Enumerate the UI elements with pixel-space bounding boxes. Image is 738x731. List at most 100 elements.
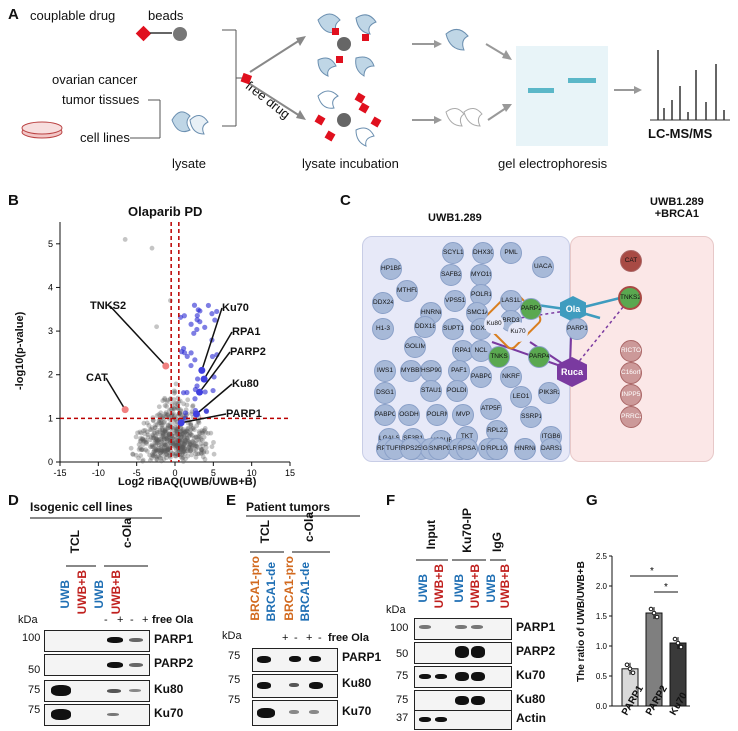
ola-hub: Ola	[560, 296, 586, 322]
f-blot-parp1	[414, 618, 512, 640]
volcano-background-point	[174, 428, 180, 433]
d-protein-label: PARP1	[154, 632, 194, 646]
volcano-background-point	[156, 454, 162, 460]
volcano-significant-point	[194, 376, 201, 382]
volcano-annotation: Ku80	[232, 378, 259, 390]
volcano-background-point	[153, 436, 159, 442]
volcano-background-point	[202, 456, 208, 462]
volcano-background-point	[174, 428, 180, 434]
volcano-background-point	[179, 446, 185, 451]
volcano-point-tnks2	[162, 362, 170, 370]
e-kda: kDa	[222, 630, 242, 642]
volcano-background-point	[163, 436, 169, 442]
volcano-background-point	[165, 446, 171, 452]
volcano-background-point	[178, 434, 184, 440]
network-node-right: RICTOR	[620, 340, 642, 362]
volcano-background-point	[137, 429, 143, 435]
d-marker: 75	[28, 704, 41, 716]
volcano-background-point	[201, 434, 207, 440]
network-node: Ku70	[508, 322, 528, 342]
volcano-background-point	[197, 430, 203, 436]
volcano-background-point	[188, 447, 194, 453]
volcano-background-point	[153, 436, 159, 441]
volcano-background-point	[191, 440, 197, 446]
volcano-background-point	[182, 446, 188, 452]
volcano-background-point	[143, 447, 149, 453]
volcano-significant-point	[184, 353, 190, 359]
volcano-background-point	[189, 443, 195, 449]
volcano-background-point	[191, 427, 197, 433]
volcano-background-point	[160, 431, 166, 437]
network-node: PARP1	[566, 318, 588, 340]
volcano-background-point	[159, 422, 164, 428]
volcano-background-point	[186, 444, 192, 450]
volcano-background-point	[188, 421, 193, 427]
volcano-background-point	[140, 458, 146, 464]
volcano-background-point	[198, 450, 204, 456]
volcano-background-point	[184, 428, 190, 434]
volcano-background-point	[187, 448, 193, 454]
volcano-background-point	[137, 439, 143, 444]
volcano-background-point	[185, 438, 191, 444]
volcano-background-point	[141, 428, 146, 434]
volcano-background-point	[159, 422, 165, 428]
volcano-background-point	[181, 433, 187, 438]
volcano-background-point	[180, 427, 186, 432]
volcano-background-point	[173, 381, 179, 387]
g-replicate-point	[651, 610, 657, 616]
volcano-background-point	[147, 458, 153, 463]
y-tick-label: 0	[48, 457, 53, 467]
f-protein-label: Ku70	[516, 668, 546, 682]
g-replicate-point	[672, 636, 678, 642]
volcano-background-point	[149, 245, 155, 251]
volcano-background-point	[172, 421, 178, 427]
network-node: DHX30	[472, 242, 494, 264]
y-tick-label: 1	[48, 413, 53, 423]
d-marker: 75	[28, 684, 41, 696]
volcano-background-point	[174, 426, 180, 432]
volcano-background-point	[165, 446, 171, 451]
volcano-background-point	[165, 422, 171, 428]
d-sign-2: +	[117, 614, 124, 626]
e-protein-label: Ku80	[342, 676, 372, 690]
volcano-background-point	[162, 429, 168, 434]
panel-b-label: B	[8, 192, 19, 209]
volcano-background-point	[199, 437, 205, 443]
volcano-background-point	[168, 412, 174, 418]
volcano-background-point	[159, 448, 165, 454]
network-node: SUPT16H	[442, 318, 464, 340]
e-sign: -	[318, 632, 322, 644]
network-node: HP1BP3	[380, 258, 402, 280]
volcano-background-point	[165, 435, 171, 441]
volcano-background-point	[188, 432, 194, 437]
volcano-background-point	[138, 430, 144, 436]
f-protein-label: Actin	[516, 711, 546, 725]
f-marker: 50	[396, 648, 409, 660]
volcano-background-point	[202, 427, 207, 433]
volcano-background-point	[144, 420, 150, 426]
volcano-background-point	[155, 453, 161, 459]
volcano-background-point	[160, 416, 166, 421]
volcano-background-point	[194, 444, 200, 449]
volcano-background-point	[182, 446, 187, 452]
volcano-background-point	[160, 432, 166, 438]
volcano-annotation: Ku70	[222, 302, 249, 314]
drug-icon	[135, 25, 152, 42]
volcano-background-point	[181, 401, 186, 407]
volcano-background-point	[166, 431, 172, 437]
volcano-background-point	[176, 442, 182, 448]
volcano-background-point	[165, 412, 171, 418]
volcano-background-point	[193, 434, 199, 440]
volcano-background-point	[201, 428, 206, 434]
network-node: RPSA	[456, 438, 478, 460]
network-node-right: PRRC2C	[620, 406, 642, 428]
volcano-background-point	[179, 455, 185, 461]
g-y-tick-label: 2.5	[596, 552, 608, 561]
volcano-background-point	[211, 451, 217, 457]
d-marker: 100	[22, 632, 41, 644]
volcano-background-point	[173, 453, 179, 459]
volcano-background-point	[170, 410, 176, 416]
g-sig-star: *	[664, 582, 668, 593]
volcano-background-point	[180, 449, 186, 455]
